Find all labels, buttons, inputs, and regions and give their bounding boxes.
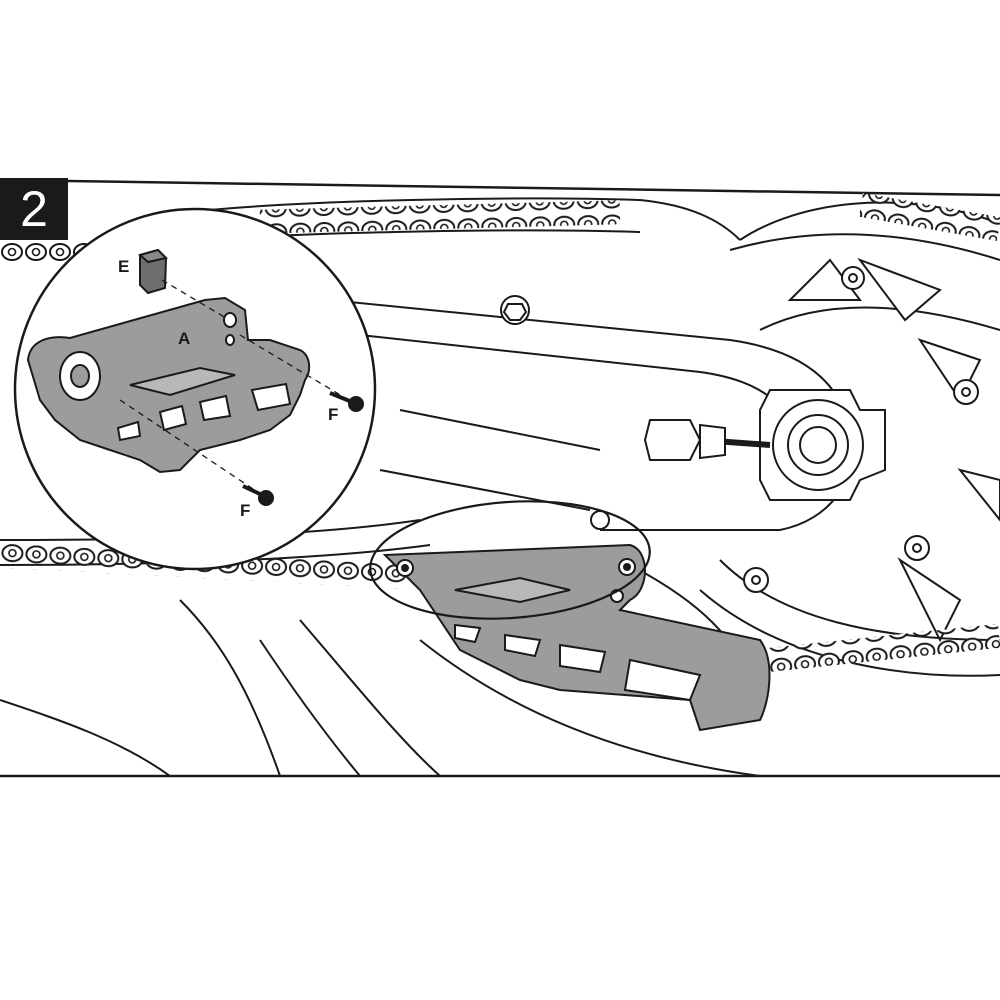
highlight-ellipse <box>369 500 651 620</box>
assembly-guide-lines <box>119 279 353 496</box>
label-e: E <box>118 257 129 276</box>
label-f-upper: F <box>328 405 338 424</box>
step-number-badge: 2 <box>0 178 68 240</box>
axle-chain-adjuster <box>643 389 886 501</box>
magnified-inset: E A F F <box>13 207 377 571</box>
rear-sprocket <box>699 201 1000 677</box>
chain-guide-part-a <box>26 296 311 474</box>
nut-e <box>137 248 168 295</box>
installed-chain-guide <box>382 510 771 732</box>
label-f-lower: F <box>240 501 250 520</box>
label-a: A <box>178 329 190 348</box>
panel-frame <box>0 178 1000 778</box>
